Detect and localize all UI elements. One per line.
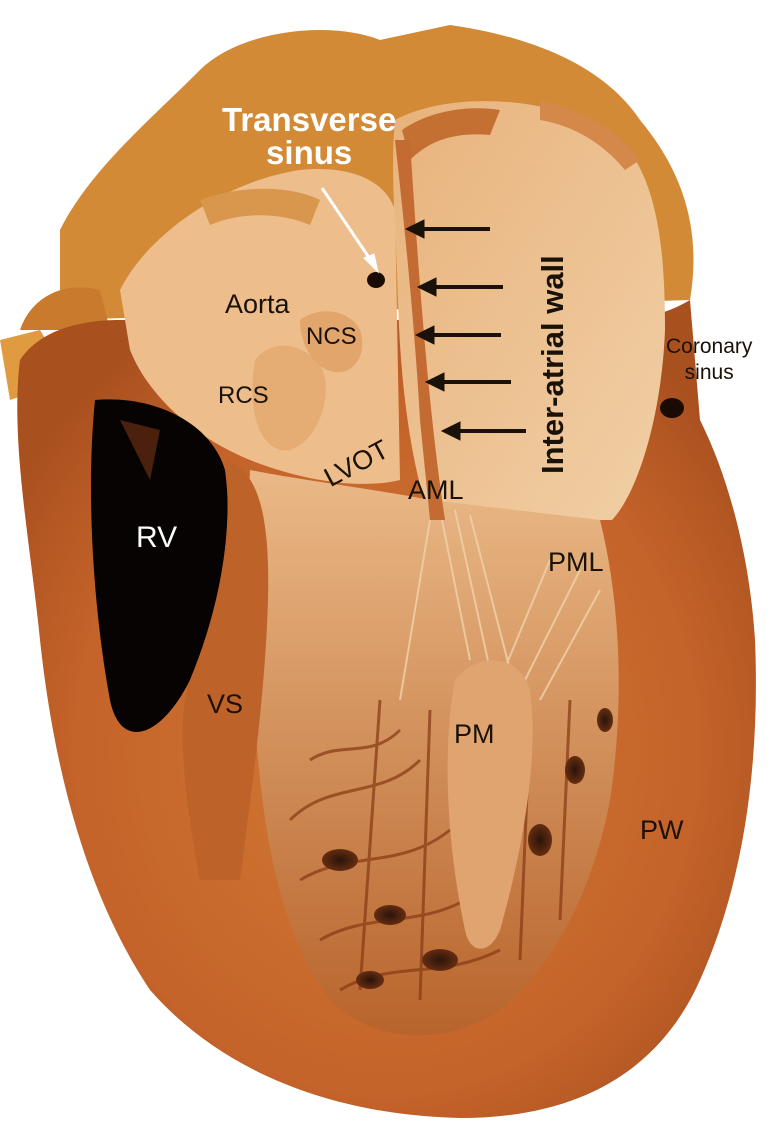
arrow-3 [414,325,501,345]
rcs-label: RCS [218,382,269,409]
transverse-sinus-pointer [320,187,379,274]
coronary-sinus-opening [660,398,684,418]
aortic-root [120,169,400,484]
aml-label: AML [408,475,464,505]
arrow-1 [404,219,490,239]
pml-label: PML [548,547,604,577]
left-atrium-wall [393,101,665,521]
vs-label: VS [207,689,244,719]
transverse-sinus-line1: Transverse [222,101,397,138]
left-ventricle-cavity [248,470,619,1036]
right-ventricle-cavity [90,399,228,733]
aorta-label: Aorta [225,289,290,319]
inter-atrial-septum [395,140,445,520]
ventricular-septum [182,460,269,880]
transverse-sinus-line2: sinus [266,134,353,171]
inter-atrial-arrows [404,219,526,441]
coronary-sinus-line1: Coronary [666,335,753,358]
papillary-muscle [447,660,533,949]
pm-label: PM [454,719,495,749]
transverse-sinus-opening [367,272,385,288]
arrow-4 [424,372,511,392]
coronary-sinus-line2: sinus [684,360,734,384]
rv-label: RV [136,521,178,554]
pw-label: PW [640,815,684,845]
transverse-sinus-label: Transverse sinus [222,103,396,169]
arrow-5 [440,421,526,441]
arrow-2 [416,277,503,297]
inter-atrial-wall-label: Inter-atrial wall [535,255,570,474]
ncs-label: NCS [306,323,357,350]
coronary-sinus-label: Coronary sinus [666,334,752,385]
